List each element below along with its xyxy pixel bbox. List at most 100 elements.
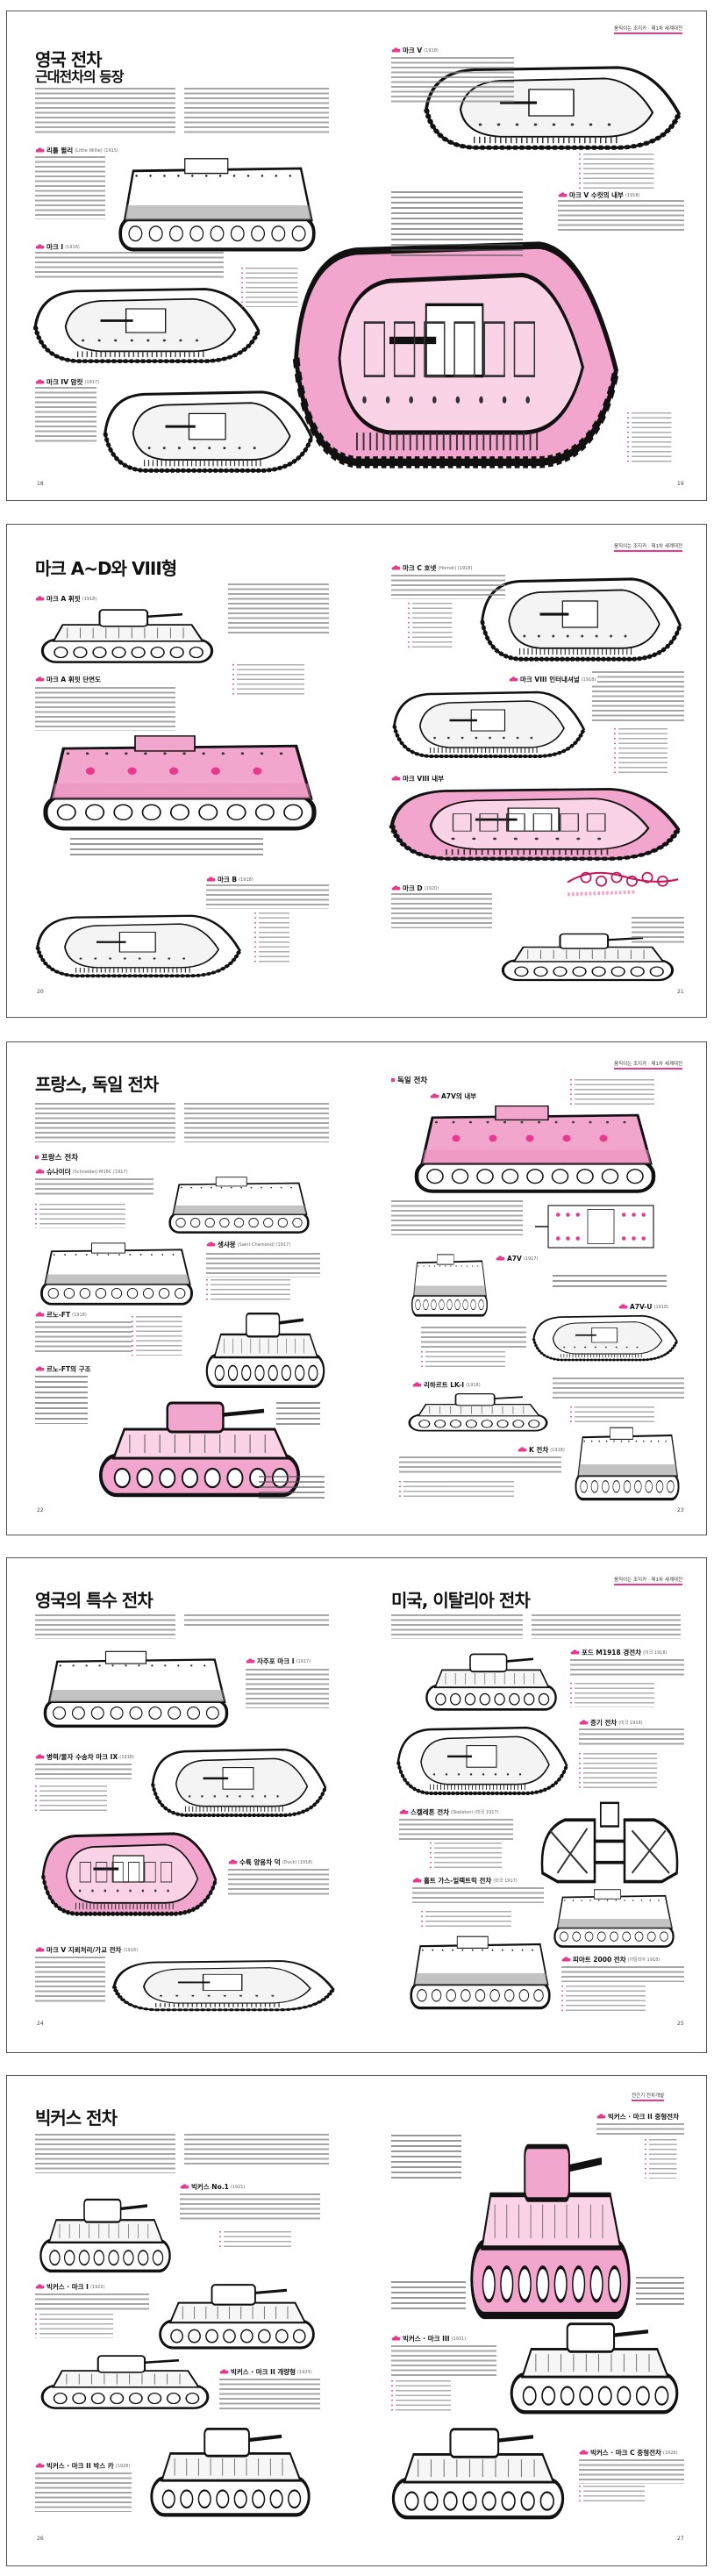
page-title: 빅커스 전차 (35, 2107, 118, 2129)
spec-list (570, 1079, 684, 1106)
spec-list (645, 2139, 684, 2179)
pink-tank-icon (496, 1255, 505, 1263)
body-text-block (228, 583, 329, 636)
tank-caption: 빅커스 · 마크 II 중형전차 (596, 2112, 682, 2122)
pink-tank-icon (35, 1946, 45, 1954)
tank-illustration (110, 1958, 338, 2012)
tank-caption: 리하르트 LK-I(1918) (412, 1380, 482, 1390)
spec-list (570, 1683, 684, 1707)
tank-name: 르노-FT (46, 1311, 71, 1319)
square-bullet-icon (35, 1156, 39, 1159)
tank-illustration (478, 575, 684, 662)
pink-tank-icon (35, 676, 45, 683)
tank-name: K 전차 (529, 1446, 549, 1454)
page-number: 23 (677, 1507, 684, 1513)
tank-caption: 마크 IV 암컷(1917) (35, 377, 102, 387)
tank-year: (1925) (297, 2369, 312, 2375)
tank-year: (1918) (424, 47, 439, 54)
section-heading-text: 프랑스 전차 (41, 1154, 79, 1163)
page-number: 21 (677, 989, 684, 995)
body-text-block (579, 1728, 684, 1748)
tank-cutaway-illustration (386, 785, 684, 862)
tank-name: 홀트 가스-일렉트릭 전차 (424, 1877, 492, 1885)
body-text-block (228, 1869, 329, 1897)
tank-caption: 빅커스 No.1(1921) (180, 2182, 247, 2192)
tank-year: (1922) (89, 2284, 105, 2290)
tank-illustration (535, 1799, 684, 1884)
tank-illustration (149, 1746, 329, 1818)
tank-caption: 증기 전차(미국 1918) (579, 1718, 645, 1728)
tank-year: (1916) (65, 244, 80, 250)
section-heading: 독일 전차 (391, 1075, 428, 1085)
tank-name: 스켈레톤 전차 (411, 1808, 450, 1816)
tank-illustration (33, 1241, 200, 1307)
spec-list (219, 2231, 316, 2249)
tank-name: 마크 V 수컷의 내부 (569, 191, 624, 199)
pink-tank-icon (35, 1311, 45, 1319)
tank-name: 빅커스 · 마크 I (46, 2283, 89, 2291)
tank-name: 마크 I (46, 243, 64, 251)
spec-list (399, 1481, 557, 1500)
body-text-block (632, 917, 684, 943)
tank-caption: 르노-FT(1918) (35, 1310, 89, 1320)
pink-tank-icon (558, 191, 568, 199)
parts-legend (553, 1275, 667, 1289)
tank-caption: 빅커스 · 마크 I(1922) (35, 2282, 107, 2292)
pink-tank-icon (35, 378, 45, 386)
tank-caption: 마크 V 지뢰처리/가교 전차(1918) (35, 1945, 140, 1955)
pink-tank-icon (430, 1092, 439, 1100)
body-text-block (391, 1614, 523, 1639)
parts-legend (259, 1476, 325, 1499)
spec-list (561, 1986, 675, 2012)
page-title: 마크 A~D와 VIII형 (35, 558, 177, 579)
tank-caption: 스켈레톤 전차(Skeleton) (미국 1917) (399, 1807, 501, 1817)
tank-illustration (408, 1253, 491, 1319)
parts-legend (35, 1376, 88, 1424)
spec-list (579, 154, 680, 190)
body-text-block (35, 687, 175, 731)
tank-caption: 빅커스 · 마크 II 박스 카(1928) (35, 2461, 132, 2471)
pink-tank-icon (391, 47, 401, 54)
body-text-block (35, 1764, 132, 1779)
pink-tank-icon (391, 884, 401, 892)
pink-tank-icon (35, 1753, 45, 1761)
body-text-block (206, 884, 329, 909)
tank-year: (Saint Chamond) (1917) (237, 1241, 291, 1248)
body-text-block (35, 1614, 175, 1639)
tank-caption: 마크 D(1920) (391, 884, 441, 893)
body-text-block (35, 1178, 154, 1196)
pink-tank-icon (618, 1303, 628, 1311)
tank-illustration (496, 930, 680, 983)
body-text-block (184, 88, 329, 136)
tank-cutaway-illustration (31, 733, 329, 834)
spec-list (430, 1843, 526, 1871)
tank-cutaway-illustration (465, 2132, 636, 2325)
tank-caption: 수륙 양용차 덕(Duck) (1918) (228, 1857, 315, 1867)
parts-legend (391, 191, 523, 260)
tank-caption: 빅커스 · 마크 C 중형전차(1926) (579, 2448, 680, 2458)
spec-list (391, 2380, 470, 2411)
page-title: 프랑스, 독일 전차 (35, 1074, 159, 1095)
tank-name: 마크 VIII 내부 (403, 775, 444, 783)
tank-name: 수륙 양용차 덕 (239, 1858, 281, 1866)
body-text-block (570, 1659, 684, 1677)
parts-legend (391, 2135, 461, 2179)
tank-name: 병력/물자 수송차 마크 IX (46, 1753, 118, 1761)
tank-illustration (421, 1649, 561, 1713)
tank-caption: 마크 V 수컷의 내부(1918) (558, 190, 642, 200)
tank-name: 빅커스 · 마크 C 중형전차 (590, 2449, 661, 2457)
body-text-block (399, 1456, 561, 1476)
tank-name: 리틀 윌리 (46, 147, 74, 154)
pink-tank-icon (35, 1168, 45, 1176)
tank-year: (미국 1918) (618, 1721, 643, 1726)
tank-illustration (35, 2193, 175, 2275)
tank-name: 마크 V 지뢰처리/가교 전차 (46, 1946, 122, 1954)
tank-name: 르노-FT의 구조 (46, 1365, 91, 1373)
running-header-tag: 움직이는 조지카 · 제1차 세계대전 (614, 542, 683, 552)
tank-year: (1917) (296, 1658, 311, 1664)
tank-caption: 빅커스 · 마크 II 개량형(1925) (219, 2367, 314, 2377)
tank-year: (1920) (424, 885, 439, 891)
spec-list (254, 912, 298, 965)
tank-year: (Hornet) (1918) (438, 565, 473, 571)
pink-tank-icon (570, 1649, 580, 1657)
